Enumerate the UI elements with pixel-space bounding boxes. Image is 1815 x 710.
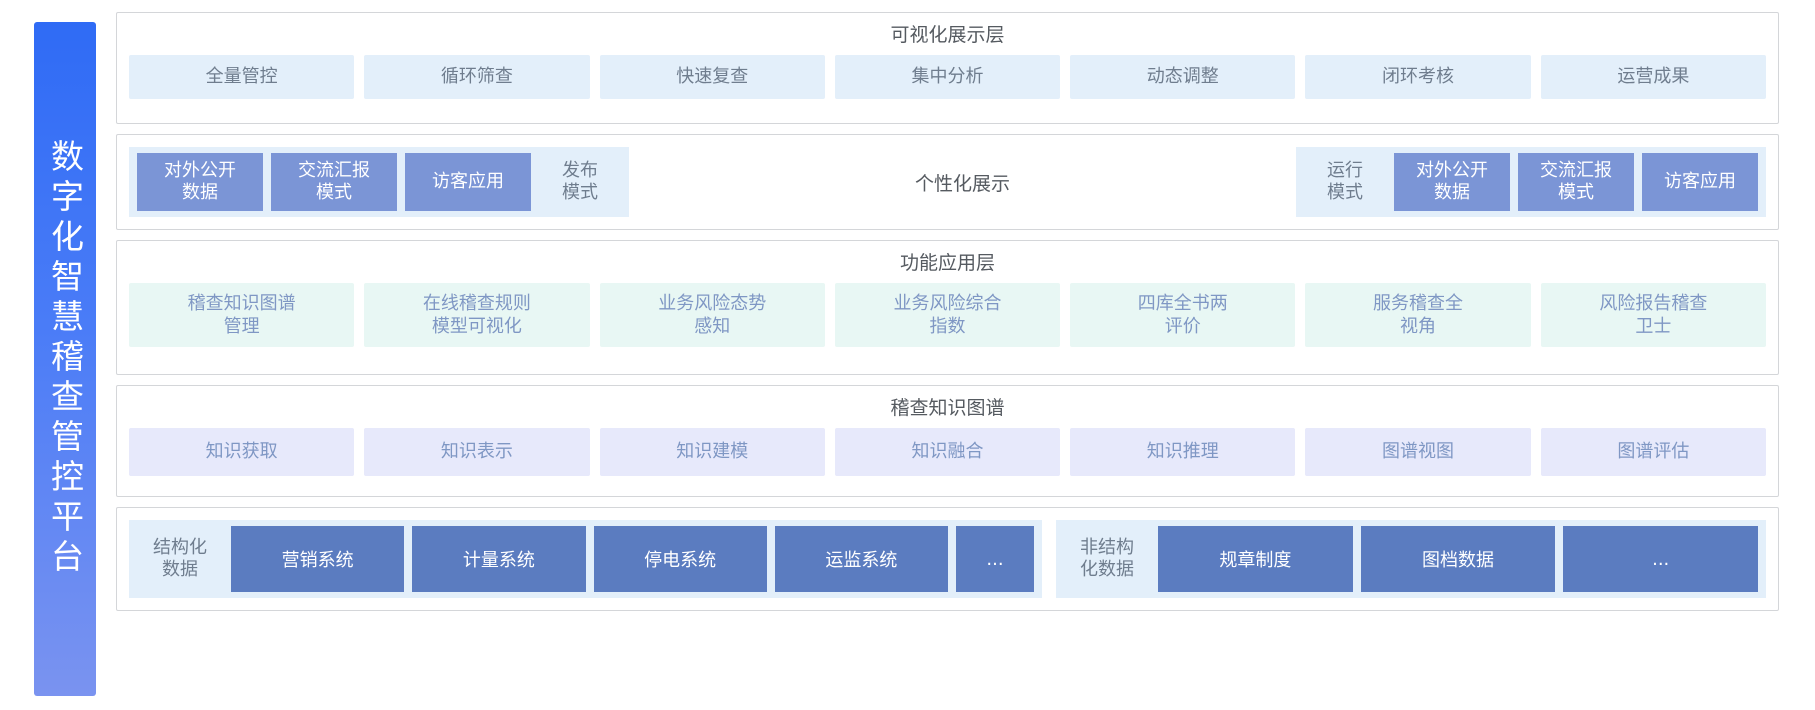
function-application-item[interactable]: 服务稽查全 视角 — [1305, 282, 1531, 347]
platform-title: 数字化智慧稽查管控平台 — [45, 139, 85, 579]
unstructured-data-item[interactable]: 图档数据 — [1360, 526, 1556, 592]
structured-data-label: 结构化 数据 — [153, 536, 207, 581]
function-application-layer-panel: 功能应用层 稽查知识图谱 管理 在线稽查规则 模型可视化 业务风险态势 感知 业… — [116, 240, 1779, 375]
knowledge-graph-layer-panel: 稽查知识图谱 知识获取 知识表示 知识建模 知识融合 知识推理 图谱视图 图谱评… — [116, 385, 1779, 497]
personalized-display-panel: 对外公开 数据 交流汇报 模式 访客应用 发布 模式 个性化展示 运行 模式 对… — [116, 134, 1779, 230]
unstructured-data-item-more[interactable]: ... — [1563, 526, 1759, 592]
visualization-item[interactable]: 循环筛查 — [364, 54, 590, 99]
knowledge-graph-item-row: 知识获取 知识表示 知识建模 知识融合 知识推理 图谱视图 图谱评估 — [129, 427, 1766, 476]
personalized-display-row: 对外公开 数据 交流汇报 模式 访客应用 发布 模式 个性化展示 运行 模式 对… — [129, 147, 1766, 217]
visualization-item[interactable]: 全量管控 — [129, 54, 355, 99]
unstructured-data-group: 非结构 化数据 规章制度 图档数据 ... — [1056, 520, 1766, 598]
function-application-item[interactable]: 在线稽查规则 模型可视化 — [364, 282, 590, 347]
visualization-item[interactable]: 动态调整 — [1070, 54, 1296, 99]
visualization-item[interactable]: 集中分析 — [834, 54, 1061, 99]
knowledge-graph-item[interactable]: 知识表示 — [364, 427, 590, 476]
function-application-item-row: 稽查知识图谱 管理 在线稽查规则 模型可视化 业务风险态势 感知 业务风险综合 … — [129, 282, 1766, 347]
structured-data-item[interactable]: 计量系统 — [412, 526, 586, 592]
knowledge-graph-item[interactable]: 知识建模 — [599, 427, 825, 476]
unstructured-data-label: 非结构 化数据 — [1080, 536, 1134, 581]
personalized-left-group: 对外公开 数据 交流汇报 模式 访客应用 发布 模式 — [129, 147, 629, 217]
personalized-right-group: 运行 模式 对外公开 数据 交流汇报 模式 访客应用 — [1296, 147, 1766, 217]
knowledge-graph-layer-title: 稽查知识图谱 — [890, 397, 1005, 419]
structured-data-item[interactable]: 营销系统 — [231, 526, 405, 592]
personalized-display-title: 个性化展示 — [914, 172, 1010, 195]
knowledge-graph-item[interactable]: 知识获取 — [129, 427, 355, 476]
visualization-layer-panel: 可视化展示层 全量管控 循环筛查 快速复查 集中分析 动态调整 闭环考核 运营成… — [116, 12, 1779, 124]
function-application-item[interactable]: 四库全书两 评价 — [1070, 282, 1296, 347]
structured-data-group: 结构化 数据 营销系统 计量系统 停电系统 运监系统 ... — [129, 520, 1042, 598]
visualization-item[interactable]: 闭环考核 — [1305, 54, 1531, 99]
unstructured-data-item[interactable]: 规章制度 — [1158, 526, 1353, 592]
function-application-layer-title: 功能应用层 — [899, 252, 995, 274]
knowledge-graph-item[interactable]: 知识推理 — [1070, 427, 1296, 476]
data-source-row: 结构化 数据 营销系统 计量系统 停电系统 运监系统 ... 非结构 化数据 规… — [129, 520, 1766, 598]
structured-data-item[interactable]: 停电系统 — [593, 526, 767, 592]
knowledge-graph-item[interactable]: 图谱评估 — [1540, 427, 1766, 476]
personalized-right-chip-run-mode[interactable]: 运行 模式 — [1327, 159, 1363, 204]
function-application-item[interactable]: 业务风险态势 感知 — [599, 282, 825, 347]
structured-data-item-more[interactable]: ... — [956, 526, 1034, 592]
personalized-right-chip[interactable]: 交流汇报 模式 — [1518, 153, 1634, 211]
personalized-left-chip[interactable]: 对外公开 数据 — [137, 153, 263, 211]
knowledge-graph-item[interactable]: 图谱视图 — [1305, 427, 1531, 476]
personalized-right-chip[interactable]: 对外公开 数据 — [1394, 153, 1510, 211]
function-application-item[interactable]: 稽查知识图谱 管理 — [129, 282, 355, 347]
function-application-item[interactable]: 风险报告稽查 卫士 — [1540, 282, 1766, 347]
personalized-right-chip[interactable]: 访客应用 — [1642, 153, 1758, 211]
personalized-left-chip-publish-mode[interactable]: 发布 模式 — [562, 159, 598, 204]
visualization-item[interactable]: 运营成果 — [1540, 54, 1766, 99]
layer-stack: 可视化展示层 全量管控 循环筛查 快速复查 集中分析 动态调整 闭环考核 运营成… — [96, 8, 1815, 710]
function-application-item[interactable]: 业务风险综合 指数 — [834, 282, 1061, 347]
knowledge-graph-item[interactable]: 知识融合 — [834, 427, 1061, 476]
platform-banner: 数字化智慧稽查管控平台 — [34, 22, 96, 696]
visualization-item[interactable]: 快速复查 — [599, 54, 825, 99]
structured-data-item[interactable]: 运监系统 — [774, 526, 948, 592]
personalized-left-chip[interactable]: 交流汇报 模式 — [271, 153, 397, 211]
personalized-left-chip[interactable]: 访客应用 — [405, 153, 531, 211]
data-source-layer-panel: 结构化 数据 营销系统 计量系统 停电系统 运监系统 ... 非结构 化数据 规… — [116, 507, 1779, 611]
visualization-item-row: 全量管控 循环筛查 快速复查 集中分析 动态调整 闭环考核 运营成果 — [129, 54, 1766, 99]
visualization-layer-title: 可视化展示层 — [890, 24, 1005, 46]
